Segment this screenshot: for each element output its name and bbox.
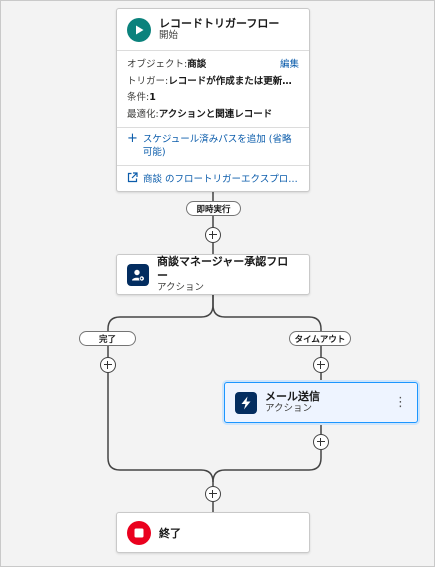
branch-label-complete: 完了 [79,331,136,346]
trigger-row: トリガー: レコードが作成または更新さ... [127,74,299,91]
immediate-path-label: 即時実行 [186,201,241,216]
object-value: 商談 [187,59,207,70]
end-node[interactable]: 終了 [116,512,310,553]
start-node-header: レコードトリガーフロー 開始 [117,9,309,51]
send-email-subtitle: アクション [265,403,313,415]
trigger-value: レコードが作成または更新さ... [168,75,299,87]
condition-row: 条件: 1 [127,90,299,107]
end-node-title: 終了 [159,526,181,540]
add-element-button[interactable] [313,434,329,450]
edit-link[interactable]: 編集 [279,59,299,70]
start-node-subtitle: 開始 [159,30,179,42]
stop-icon [127,520,151,545]
external-link-icon [127,172,138,183]
object-row: オブジェクト: 商談 編集 [127,57,299,74]
add-element-button[interactable] [205,486,221,502]
add-scheduled-path-link[interactable]: + スケジュール済みパスを追加 (省略可能) [117,128,309,166]
plus-icon: + [127,131,138,146]
add-element-button[interactable] [100,357,116,373]
subflow-user-icon [127,263,149,286]
condition-value: 1 [149,92,156,103]
send-email-node[interactable]: メール送信 アクション ⋮ [224,382,418,423]
approval-flow-title: 商談マネージャー承認フロー [157,254,289,282]
trigger-explorer-link[interactable]: 商談 のフロートリガーエクスプロー... [117,166,309,189]
start-node[interactable]: レコードトリガーフロー 開始 オブジェクト: 商談 編集 トリガー: レコードが… [116,8,310,192]
play-icon [127,17,151,42]
lightning-icon [235,391,257,414]
approval-flow-node[interactable]: 商談マネージャー承認フロー アクション [116,254,310,295]
optimize-row: 最適化: アクションと関連レコード [127,107,299,124]
start-node-title: レコードトリガーフロー [159,16,280,30]
add-element-button[interactable] [205,227,221,243]
more-actions-icon[interactable]: ⋮ [394,395,407,410]
add-element-button[interactable] [313,357,329,373]
branch-label-timeout: タイムアウト [289,331,351,346]
start-node-properties: オブジェクト: 商談 編集 トリガー: レコードが作成または更新さ... 条件:… [117,51,309,128]
approval-flow-subtitle: アクション [157,282,205,294]
optimize-value: アクションと関連レコード [158,108,273,120]
send-email-title: メール送信 [265,389,320,403]
